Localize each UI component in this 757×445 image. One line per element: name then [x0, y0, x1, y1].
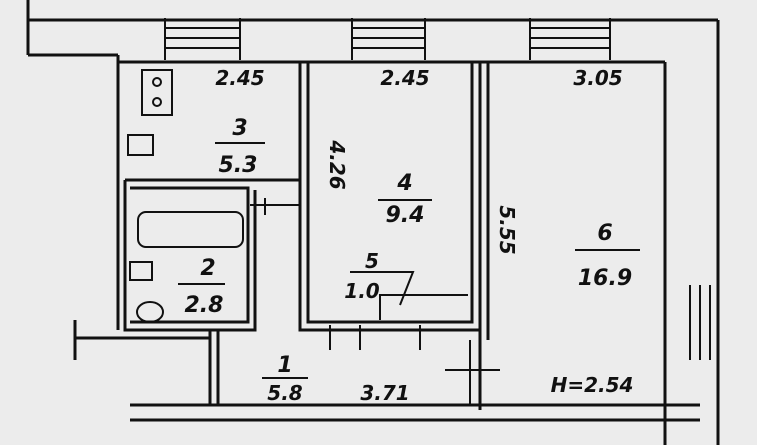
room-1-number: 1: [277, 353, 292, 378]
room-labels: 1 5.8 2 2.8 3 5.3 4 9.4 5 1.0 6 16.9: [178, 116, 640, 405]
kitchen-width: 2.45: [215, 66, 264, 90]
room4-width: 2.45: [380, 66, 429, 90]
room-4-number: 4: [396, 171, 412, 196]
room6-width: 3.05: [573, 66, 622, 90]
room-6-number: 6: [597, 221, 612, 246]
fixtures: [127, 69, 244, 323]
washbasin-icon: [129, 261, 153, 281]
room-5-area: 1.0: [344, 279, 380, 303]
room-1-area: 5.8: [267, 381, 303, 405]
stove-icon: [141, 69, 173, 116]
room-4-area: 9.4: [386, 203, 425, 228]
bathtub-icon: [137, 211, 244, 248]
toilet-icon: [136, 301, 164, 323]
room-2-area: 2.8: [185, 293, 224, 318]
sink-icon: [127, 134, 154, 156]
hall-length: 3.71: [360, 381, 409, 405]
ceiling-height: H=2.54: [551, 373, 634, 397]
windows: [164, 18, 711, 360]
room-3-number: 3: [232, 116, 247, 141]
doors: [250, 198, 500, 405]
room-6-area: 16.9: [578, 266, 632, 291]
dimension-labels: 2.45 2.45 3.05 4.26 5.55 3.71 H=2.54: [215, 66, 633, 405]
room-2-number: 2: [200, 256, 215, 281]
room6-length: 5.55: [495, 205, 519, 254]
room-3-area: 5.3: [219, 153, 258, 178]
walls: [26, 0, 720, 445]
room-5-number: 5: [365, 249, 379, 273]
room4-length: 4.26: [325, 139, 349, 189]
